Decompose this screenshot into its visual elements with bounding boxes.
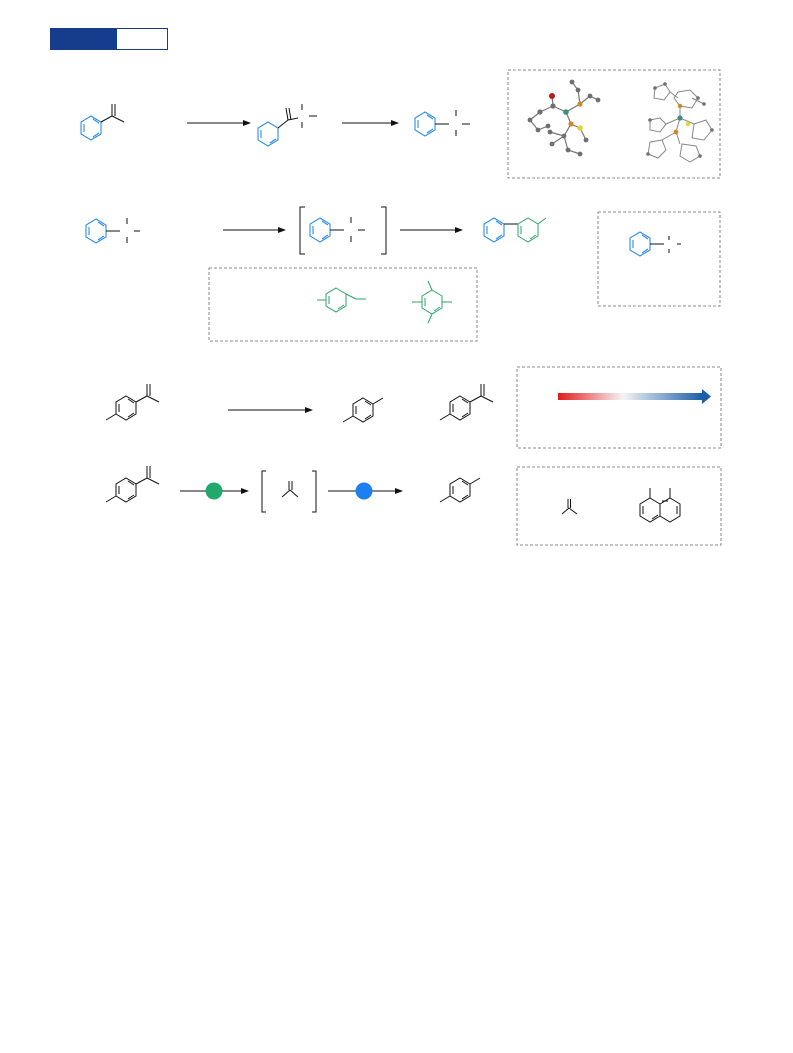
styrene-start bbox=[80, 104, 125, 141]
isobutene-additive bbox=[561, 499, 578, 515]
x-ray-structure-right bbox=[647, 83, 713, 163]
dimethylnaphthalene-additive bbox=[639, 488, 681, 523]
phenyl-complex-start bbox=[85, 218, 140, 244]
gradient-scale-arrow bbox=[558, 389, 711, 404]
phenyl-product-1 bbox=[414, 110, 470, 137]
bracket-intermediate bbox=[299, 206, 387, 255]
intermediate-1 bbox=[257, 104, 317, 147]
header-badge bbox=[50, 28, 168, 50]
inset-phenyl-complex bbox=[629, 231, 681, 257]
x-ray-atoms-left bbox=[527, 79, 601, 157]
complex-inset-panel bbox=[597, 211, 721, 307]
coupling-partners-panel bbox=[208, 267, 478, 342]
p-xylene-product-row4 bbox=[439, 477, 481, 503]
bracket-isobutene bbox=[261, 470, 317, 513]
catalyst-green-dot bbox=[205, 482, 223, 500]
additives-panel bbox=[516, 466, 722, 546]
x-ray-structure-left bbox=[529, 81, 599, 155]
x-ray-structures-panel bbox=[507, 69, 721, 179]
biaryl-product bbox=[483, 217, 547, 243]
mesitylene-partner bbox=[412, 280, 452, 324]
p-xylene-product-row3 bbox=[342, 397, 384, 423]
x-ray-atoms-right bbox=[646, 82, 714, 158]
toluene-partner bbox=[317, 287, 366, 313]
methylstyrene-product-row3 bbox=[439, 384, 494, 421]
gradient-scale-panel bbox=[516, 366, 722, 449]
catalyst-blue-dot bbox=[355, 482, 373, 500]
methylstyrene-start-row3 bbox=[105, 384, 160, 421]
header-badge-fill bbox=[51, 29, 117, 49]
methylstyrene-start-row4 bbox=[105, 466, 160, 503]
